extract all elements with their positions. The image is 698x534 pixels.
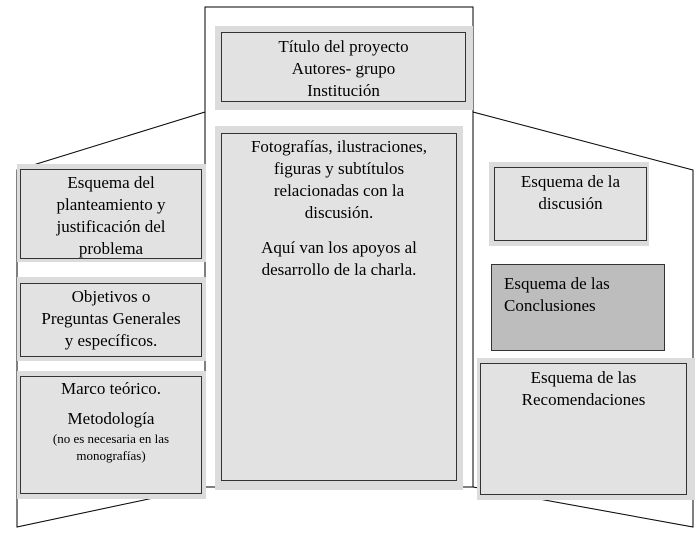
main-line: discusión. [304,203,374,222]
institution-line: Institución [307,81,380,100]
authors-line: Autores- grupo [291,59,396,78]
marco-title: Marco teórico. [60,379,162,398]
right-panel-outline [472,111,694,528]
main-line: Fotografías, ilustraciones, [250,137,428,156]
main-content-box: Fotografías, ilustraciones, figuras y su… [221,133,457,481]
conclusiones-line: Esquema de las [504,274,610,293]
main-line: figuras y subtítulos [273,159,405,178]
discusion-box: Esquema de la discusión [494,167,647,241]
marco-note-line: monografías) [76,448,146,463]
planteamiento-line: problema [78,239,144,258]
objetivos-line: Objetivos o [71,287,151,306]
recomendaciones-line: Recomendaciones [521,390,646,409]
title-box: Título del proyecto Autores- grupo Insti… [221,32,466,102]
recomendaciones-line: Esquema de las [530,368,637,387]
marco-box: Marco teórico. Metodología (no es necesa… [20,376,202,494]
discusion-line: discusión [538,194,603,213]
planteamiento-box: Esquema del planteamiento y justificació… [20,169,202,259]
title-line: Título del proyecto [278,37,409,56]
marco-note-line: (no es necesaria en las [52,431,170,446]
main-line: relacionadas con la [273,181,405,200]
recomendaciones-box: Esquema de las Recomendaciones [480,363,687,495]
conclusiones-box: Esquema de las Conclusiones [491,264,665,351]
planteamiento-line: planteamiento y [56,195,166,214]
planteamiento-line: justificación del [56,217,166,236]
objetivos-line: Preguntas Generales [41,309,181,328]
planteamiento-line: Esquema del [67,173,155,192]
conclusiones-line: Conclusiones [504,296,596,315]
objetivos-line: y específicos. [64,331,158,350]
main-note-line: desarrollo de la charla. [261,260,417,279]
metodologia-label: Metodología [67,409,155,428]
objetivos-box: Objetivos o Preguntas Generales y especí… [20,283,202,357]
discusion-line: Esquema de la [520,172,621,191]
main-note-line: Aquí van los apoyos al [261,238,417,257]
